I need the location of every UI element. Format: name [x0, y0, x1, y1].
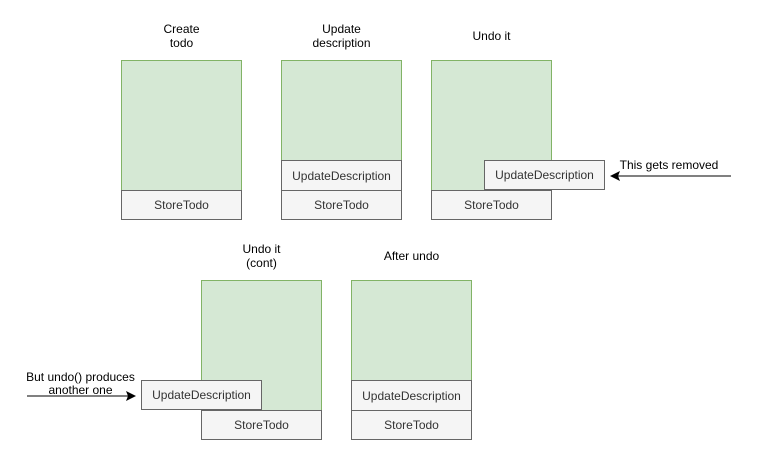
note-this-gets-removed: This gets removed [619, 158, 719, 172]
entry-store-todo: StoreTodo [121, 190, 242, 220]
panel-title-create-todo: Create todo [163, 22, 200, 50]
arrow-produces-head [126, 391, 136, 401]
panel-title-undo-it: Undo it [472, 29, 511, 43]
entry-store-todo: StoreTodo [351, 410, 472, 440]
entry-popped-update-description: UpdateDescription [484, 160, 605, 190]
arrow-removed-head [610, 171, 620, 181]
entry-pushed-update-description: UpdateDescription [141, 380, 262, 410]
entry-store-todo: StoreTodo [431, 190, 552, 220]
entry-store-todo: StoreTodo [281, 190, 402, 220]
panel-title-after-undo: After undo [383, 249, 440, 263]
note-undo-produces-another: But undo() produces another one [26, 370, 135, 397]
entry-update-description: UpdateDescription [281, 160, 402, 191]
entry-store-todo: StoreTodo [201, 410, 322, 440]
panel-title-undo-it-cont: Undo it (cont) [242, 242, 281, 270]
panel-title-update-description: Update description [312, 22, 371, 50]
